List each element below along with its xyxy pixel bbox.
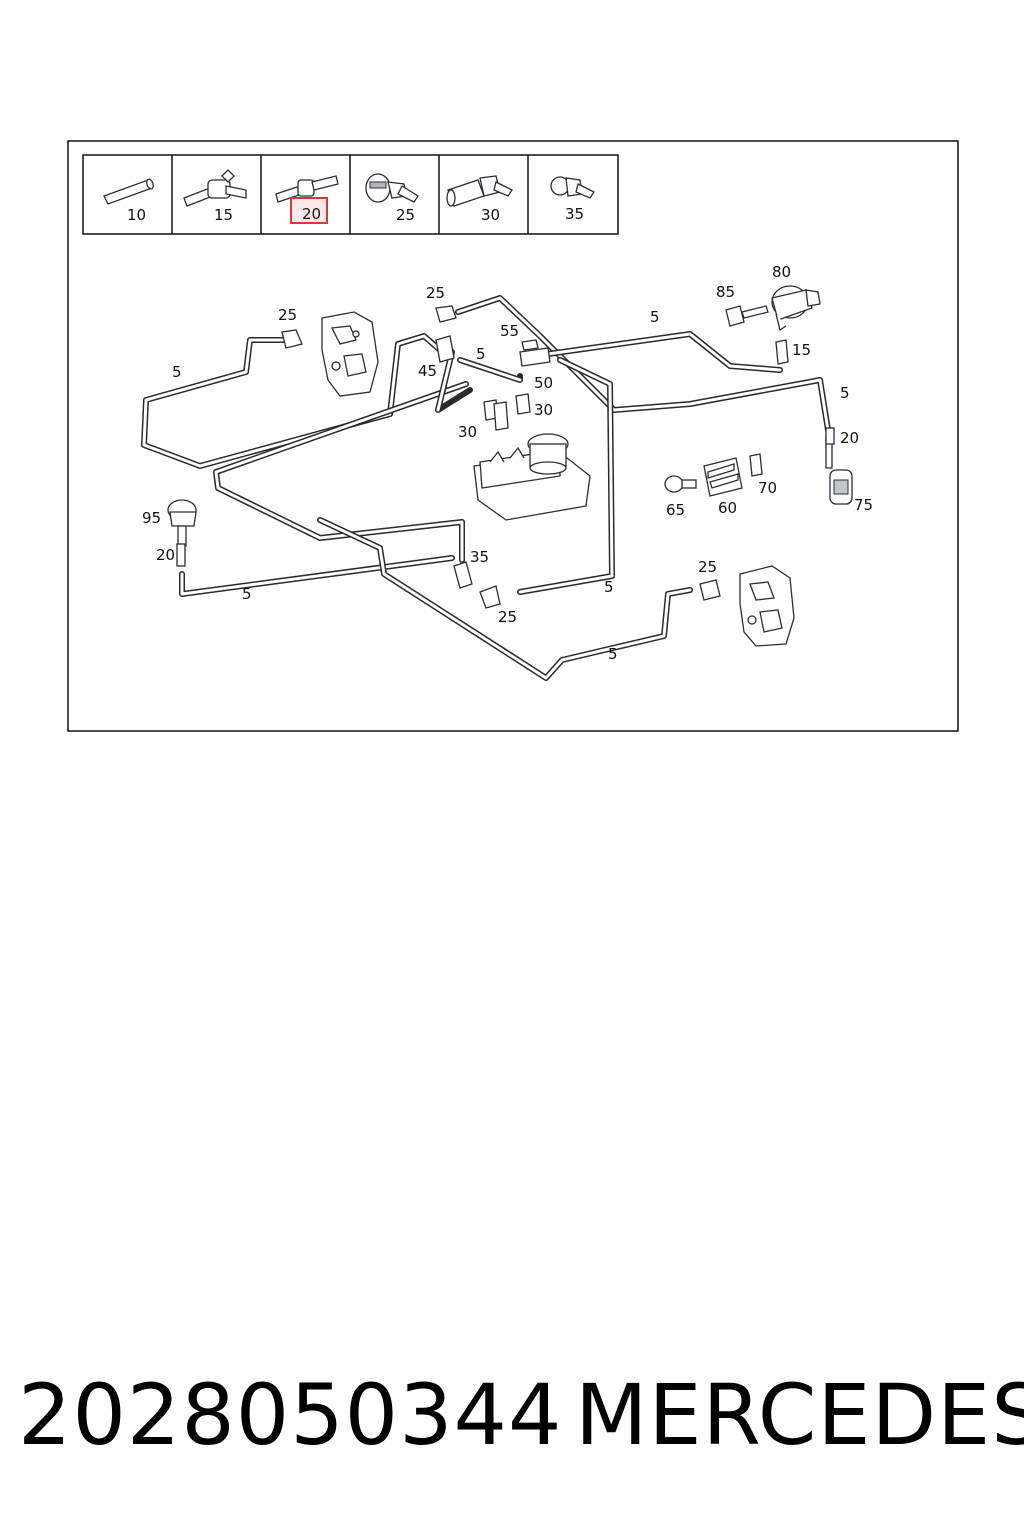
tee-connector-icon: [183, 169, 247, 207]
fitting-15[interactable]: [775, 339, 789, 365]
legend-cell-20[interactable]: 20: [275, 175, 339, 224]
callout-65: 65: [666, 501, 685, 519]
legend-cell-15[interactable]: 15: [183, 169, 247, 224]
legend-cell-25[interactable]: 25: [365, 173, 419, 224]
relay-block-60[interactable]: [703, 457, 743, 497]
legend-label-25: 25: [396, 206, 415, 224]
pressure-switch[interactable]: [771, 285, 821, 332]
angled-elbow-icon: [550, 176, 595, 199]
callout-5-mid: 5: [476, 345, 486, 363]
legend-label-20: 20: [302, 205, 321, 223]
brand-name: MERCEDES: [575, 1366, 1024, 1464]
callout-70: 70: [758, 479, 777, 497]
legend-label-15: 15: [214, 206, 233, 224]
callout-5-top-right: 5: [650, 308, 660, 326]
callout-80: 80: [772, 263, 791, 281]
connector-tube-icon: [103, 178, 154, 205]
vacuum-lines: [141, 295, 831, 681]
callout-55: 55: [500, 322, 519, 340]
diagram-frame: [67, 140, 959, 732]
callout-75: 75: [854, 496, 873, 514]
callout-25-left: 25: [278, 306, 297, 324]
callout-85: 85: [716, 283, 735, 301]
callout-45: 45: [418, 362, 437, 380]
callout-5-bottom-mid: 5: [604, 578, 614, 596]
callout-35: 35: [470, 548, 489, 566]
fitting-25-bottom-right[interactable]: [699, 579, 721, 601]
valve-block-left[interactable]: [321, 311, 379, 397]
fitting-25-top[interactable]: [435, 305, 457, 323]
fitting-45[interactable]: [435, 335, 455, 363]
callout-25-bottom: 25: [498, 608, 517, 626]
callout-50: 50: [534, 374, 553, 392]
callout-labels: 25 5 25 55 5 45 50 30 30 5 85 80 15 5 20…: [142, 263, 873, 663]
fitting-55[interactable]: [521, 339, 539, 351]
fitting-30-left[interactable]: [483, 399, 509, 431]
fitting-20-left[interactable]: [176, 543, 186, 567]
fitting-20-right[interactable]: [825, 427, 835, 445]
fitting-25-left[interactable]: [281, 329, 303, 349]
fitting-50[interactable]: [519, 347, 551, 367]
legend-label-35: 35: [565, 205, 584, 223]
product-footer: 2028050344 MERCEDES: [0, 1360, 1024, 1470]
sleeve-elbow-icon: [446, 175, 513, 207]
legend-label-30: 30: [481, 206, 500, 224]
parts-legend: 10 15 20: [82, 154, 619, 235]
fitting-25-bottom[interactable]: [479, 585, 501, 609]
callout-20-left: 20: [156, 546, 175, 564]
legend-cell-30[interactable]: 30: [446, 175, 513, 224]
callout-95: 95: [142, 509, 161, 527]
fitting-35[interactable]: [453, 561, 473, 589]
callout-25-top: 25: [426, 284, 445, 302]
components: [167, 285, 853, 647]
vacuum-pump-unit[interactable]: [473, 433, 591, 521]
vacuum-line-diagram: 10 15 20: [67, 140, 959, 732]
valve-block-right[interactable]: [739, 565, 795, 647]
callout-60: 60: [718, 499, 737, 517]
callout-15: 15: [792, 341, 811, 359]
callout-30-left: 30: [458, 423, 477, 441]
callout-30-right: 30: [534, 401, 553, 419]
legend-label-10: 10: [127, 206, 146, 224]
callout-5-left: 5: [172, 363, 182, 381]
clip-70[interactable]: [749, 453, 763, 477]
callout-20-right: 20: [840, 429, 859, 447]
straight-coupler-icon: [275, 175, 339, 203]
legend-cell-35[interactable]: 35: [550, 176, 595, 223]
highlight-box: [290, 197, 328, 224]
screw-65[interactable]: [664, 475, 697, 493]
callout-5-bottom-left: 5: [242, 585, 252, 603]
callout-25-bottom-right: 25: [698, 558, 717, 576]
callout-5-right: 5: [840, 384, 850, 402]
part-number: 2028050344: [18, 1366, 563, 1464]
callout-5-bottom-right: 5: [608, 645, 618, 663]
fitting-30-right[interactable]: [515, 393, 531, 415]
legend-cell-10[interactable]: 10: [103, 178, 155, 224]
fitting-85[interactable]: [725, 305, 769, 327]
elbow-cap-icon: [365, 173, 419, 203]
